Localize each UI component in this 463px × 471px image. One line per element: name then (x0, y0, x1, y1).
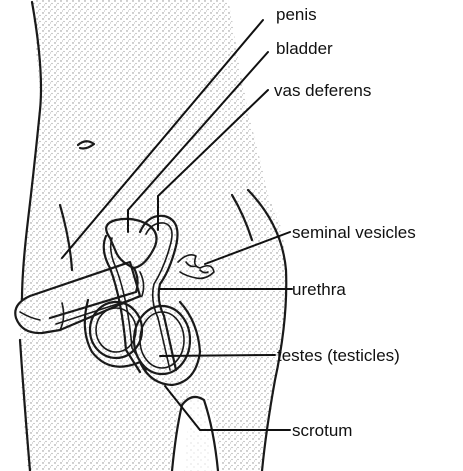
label-scrotum: scrotum (292, 421, 352, 440)
label-seminal-vesicles: seminal vesicles (292, 223, 416, 242)
label-urethra: urethra (292, 280, 346, 299)
label-penis: penis (276, 5, 317, 24)
label-bladder: bladder (276, 39, 333, 58)
testes-leader (160, 355, 275, 356)
label-vas-deferens: vas deferens (274, 81, 371, 100)
label-testes: testes (testicles) (277, 346, 400, 365)
torso-shape (20, 0, 288, 471)
labels: penis bladder vas deferens seminal vesic… (274, 5, 416, 440)
body-silhouette (20, 0, 288, 471)
